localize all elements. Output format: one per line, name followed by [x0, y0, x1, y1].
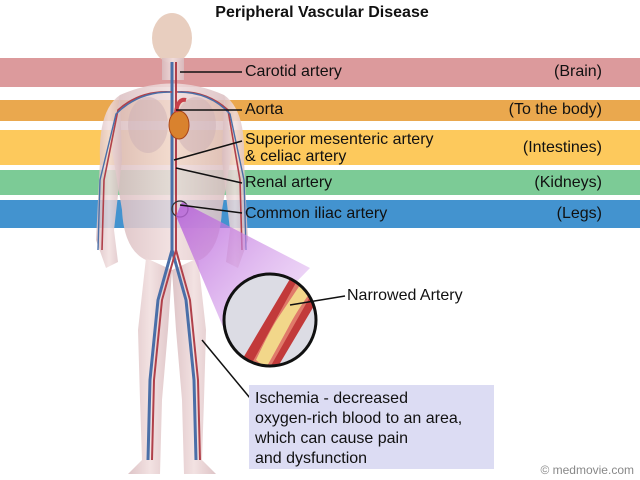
- heart: [168, 110, 190, 140]
- label-aorta: Aorta: [245, 101, 284, 118]
- band-carotid: [0, 58, 640, 87]
- target-intestines: (Intestines): [522, 139, 602, 156]
- ischemia-callout: Ischemia - decreased oxygen-rich blood t…: [249, 385, 494, 469]
- label-renal-artery: Renal artery: [245, 174, 333, 191]
- ischemia-line-3: which can cause pain: [255, 430, 408, 447]
- label-narrowed-artery: Narrowed Artery: [347, 287, 463, 304]
- target-body: (To the body): [508, 101, 602, 118]
- target-brain: (Brain): [553, 63, 602, 80]
- label-mesenteric-line2: & celiac artery: [245, 148, 347, 165]
- label-mesenteric-line1: Superior mesenteric artery: [245, 131, 434, 148]
- label-carotid-artery: Carotid artery: [245, 63, 342, 80]
- diagram-title: Peripheral Vascular Disease: [215, 4, 429, 21]
- ischemia-line-2: oxygen-rich blood to an area,: [255, 410, 463, 427]
- head: [152, 13, 192, 63]
- ischemia-line-1: Ischemia - decreased: [255, 390, 408, 407]
- target-legs: (Legs): [556, 205, 602, 222]
- target-kidneys: (Kidneys): [534, 174, 602, 191]
- label-common-iliac-artery: Common iliac artery: [245, 205, 388, 222]
- copyright-credit: © medmovie.com: [540, 463, 634, 477]
- ischemia-line-4: and dysfunction: [255, 450, 368, 467]
